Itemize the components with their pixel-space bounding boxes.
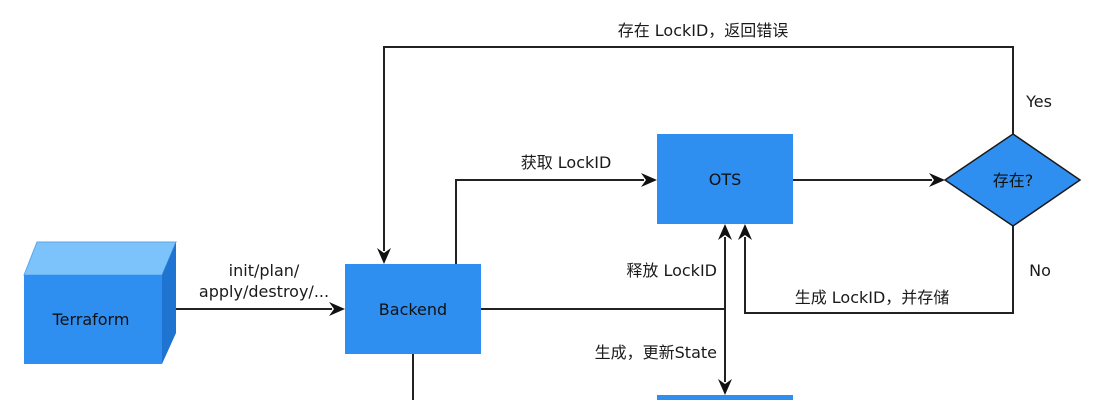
state-store-node bbox=[657, 395, 793, 400]
edge-label-generate-update-state: 生成，更新State bbox=[595, 343, 717, 362]
backend-node-label: Backend bbox=[379, 300, 447, 319]
edge-backend-to-ots-get-lockid bbox=[455, 173, 657, 264]
edge-label-init-line1: init/plan/ bbox=[229, 261, 300, 280]
backend-node-box bbox=[345, 264, 481, 354]
edge-decision-yes-to-backend bbox=[377, 46, 1014, 264]
edge-label-init-line2: apply/destroy/... bbox=[199, 282, 329, 301]
edge-label-yes: Yes bbox=[1025, 92, 1052, 111]
terraform-node-label: Terraform bbox=[52, 310, 130, 329]
decision-node: 存在? bbox=[943, 133, 1082, 227]
edge-label-get-lockid: 获取 LockID bbox=[521, 153, 612, 172]
edge-label-generate-store: 生成 LockID，并存储 bbox=[795, 288, 950, 307]
terraform-node-top bbox=[23, 241, 177, 276]
edge-label-exists-error: 存在 LockID，返回错误 bbox=[618, 21, 789, 40]
edge-decision-no-to-ots bbox=[738, 224, 1014, 314]
state-store-node-box bbox=[657, 395, 793, 400]
edge-label-no: No bbox=[1029, 261, 1051, 280]
ots-node-label: OTS bbox=[709, 170, 742, 189]
decision-node-label: 存在? bbox=[993, 171, 1034, 190]
edge-backend-to-state-update bbox=[718, 309, 732, 395]
terraform-node: Terraform bbox=[23, 241, 177, 364]
backend-node: Backend bbox=[345, 264, 481, 354]
terraform-node-front bbox=[24, 275, 162, 364]
ots-node-box bbox=[657, 134, 793, 224]
terraform-node-side bbox=[162, 242, 176, 364]
edge-ots-to-decision bbox=[793, 173, 945, 187]
ots-node: OTS bbox=[657, 134, 793, 224]
edge-label-release-lockid: 释放 LockID bbox=[626, 261, 717, 280]
edge-terraform-to-backend bbox=[176, 302, 345, 316]
